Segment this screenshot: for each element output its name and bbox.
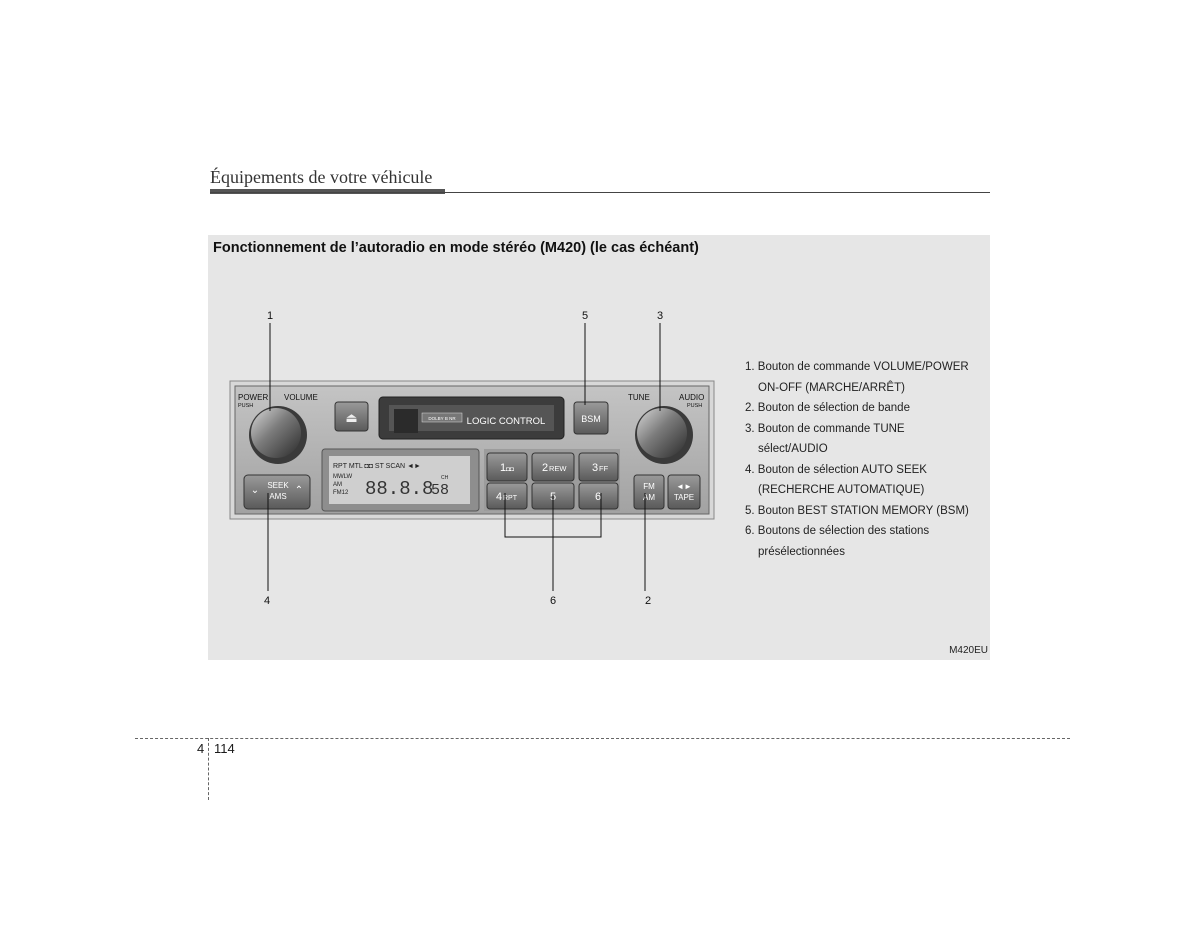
seek-up-icon: ⌃ [295,485,303,496]
display-channel: 58 [431,482,449,499]
radio-illustration: POWER PUSH VOLUME ⏏ DOLBY B NR LOGIC CON… [229,310,715,607]
legend-item: 1. Bouton de commande VOLUME/POWER ON-OF… [745,361,969,394]
display-frequency: 88.8.8 [365,478,433,500]
am-label: AM [643,493,655,502]
preset-1-label: 1 [500,462,506,474]
tape-label: TAPE [674,493,694,502]
callout-5: 5 [582,310,588,322]
preset-3-sub: FF [599,464,609,473]
bsm-button [573,401,609,435]
header-rule-thick [210,189,445,194]
figure-panel: Fonctionnement de l’autoradio en mode st… [208,235,990,660]
chapter-number: 4 [197,741,205,756]
callout-1: 1 [267,310,273,322]
tune-label: TUNE [628,393,650,402]
section-title: Équipements de votre véhicule [210,167,433,187]
seek-ams-button [243,474,311,510]
preset-4-label: 4 [496,491,502,503]
eject-icon: ⏏ [345,410,357,425]
callout-6: 6 [550,595,556,607]
legend-item: 6. Boutons de sélection des stations pré… [745,525,930,558]
header-rule [210,192,990,193]
tape-button [667,474,701,510]
preset-2-button [531,452,575,482]
page-number: 114 [214,741,235,756]
preset-2-label: 2 [542,462,548,474]
preset-1-sub: ◘◘ [506,466,514,473]
power-label: POWER [238,393,268,402]
legend-item: 4. Bouton de sélection AUTO SEEK (RECHER… [745,463,927,497]
preset-4-sub: RPT [503,495,518,502]
dolby-label: DOLBY B NR [428,416,456,421]
callout-2: 2 [645,595,651,607]
preset-6-button [578,482,619,510]
ams-label: AMS [269,492,286,501]
eject-button [334,401,369,432]
seek-label: SEEK [267,481,289,490]
callout-4: 4 [264,595,270,607]
push-label-right: PUSH [687,403,702,409]
bsm-label: BSM [581,414,601,424]
figure-heading: Fonctionnement de l’autoradio en mode st… [213,240,699,256]
legend-list: 1. Bouton de commande VOLUME/POWER ON-OF… [745,357,985,562]
audio-label: AUDIO [679,393,704,402]
display-ch: CH [441,475,449,481]
display-am: AM [333,482,342,488]
legend-item: 2. Bouton de sélection de bande [745,402,910,414]
logic-control-label: LOGIC CONTROL [467,416,546,427]
legend-item: 3. Bouton de commande TUNE sélect/AUDIO [745,422,905,456]
display-indicators: RPT MTL ◘◘ ST SCAN ◄► [333,463,421,470]
seek-down-icon: ⌄ [251,485,259,496]
callout-3: 3 [657,310,663,322]
callout-lines [267,323,661,591]
display-fm12: FM12 [333,490,349,496]
push-label-left: PUSH [238,403,253,409]
fm-label: FM [643,482,655,491]
preset-1-button [486,452,528,482]
preset-2-sub: REW [549,464,567,473]
footer-divider [135,738,1070,739]
preset-6-label: 6 [595,491,601,503]
figure-code: M420EU [949,645,988,656]
preset-4-button [486,482,528,510]
footer-vertical-divider [208,738,209,800]
legend-item: 5. Bouton BEST STATION MEMORY (BSM) [745,504,969,517]
tape-arrows-icon: ◄► [676,482,692,491]
display-mwlw: MWLW [333,474,353,480]
preset-3-button [578,452,619,482]
fm-am-button [633,474,665,510]
volume-label: VOLUME [284,393,318,402]
preset-3-label: 3 [592,462,598,474]
